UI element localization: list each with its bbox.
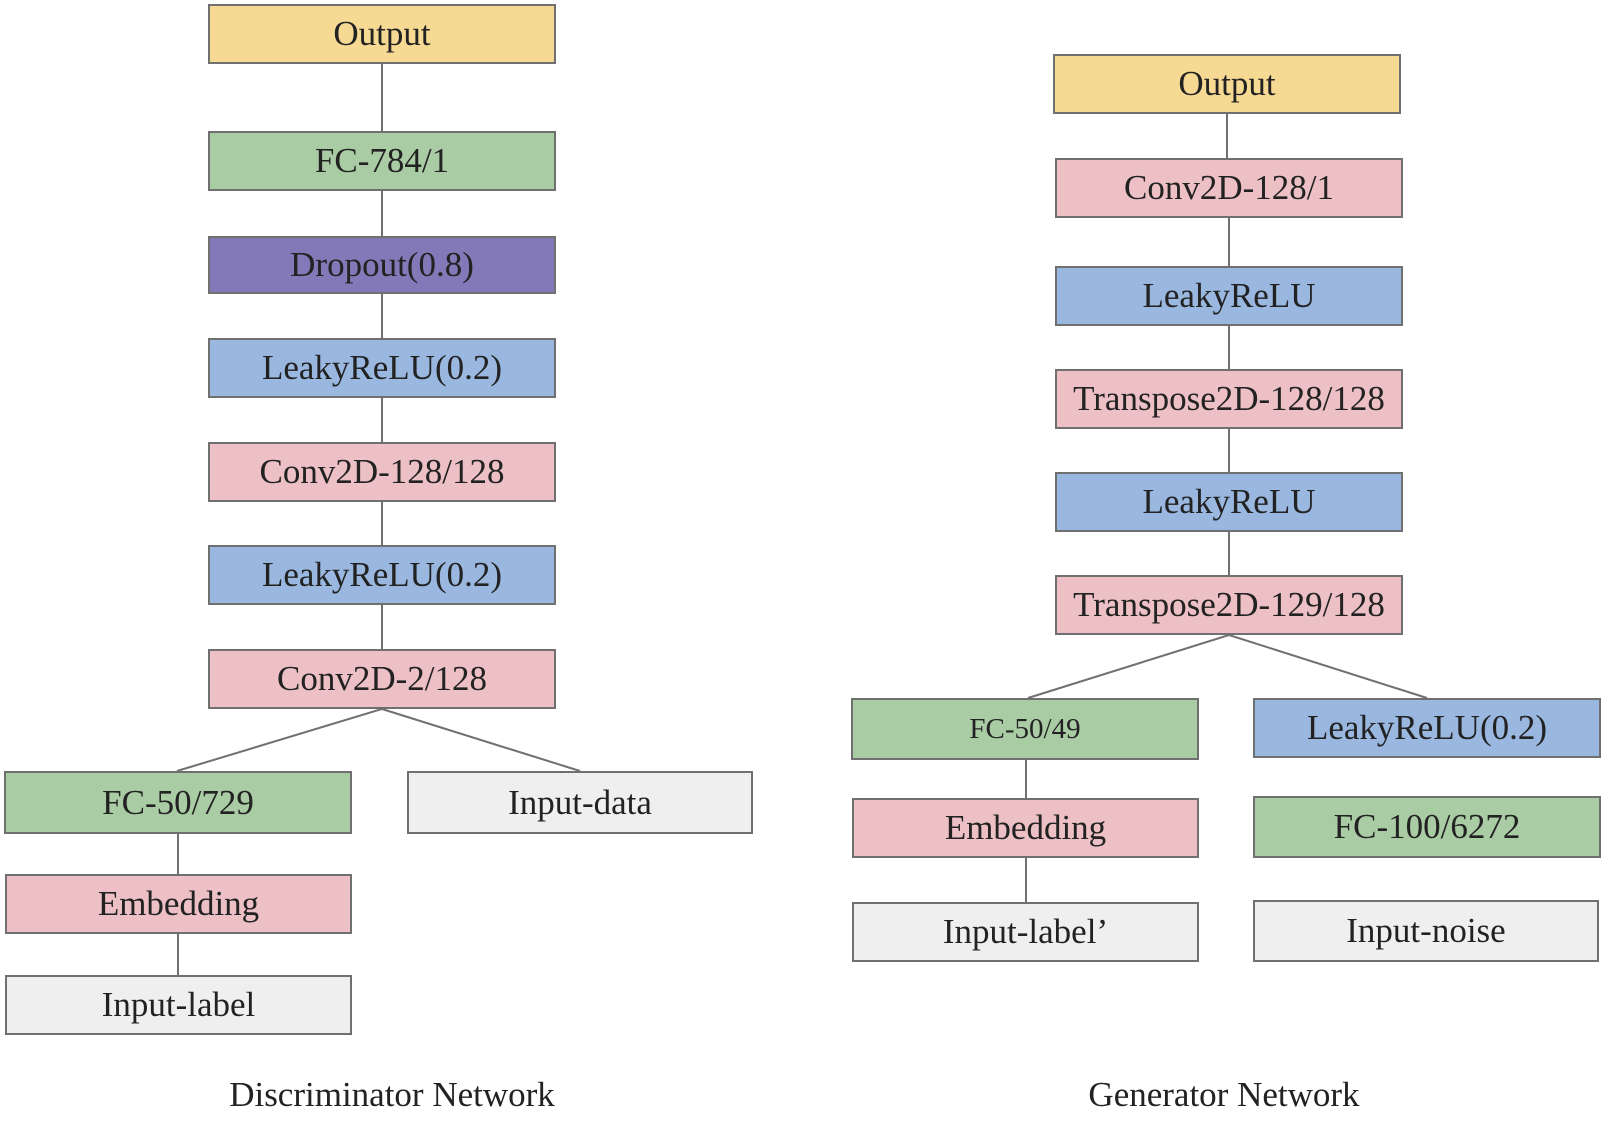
d-fc-50-729-box: FC-50/729 <box>4 771 352 834</box>
g-leaky-relu-1-box: LeakyReLU <box>1055 266 1403 326</box>
d-conv2d-2-128-label: Conv2D-2/128 <box>277 659 487 698</box>
g-leaky-relu-2-box: LeakyReLU <box>1055 472 1403 532</box>
g-line-transpose-leaky3 <box>1228 634 1428 699</box>
d-conv2d-2-128-box: Conv2D-2/128 <box>208 649 556 709</box>
g-transpose2d-129-128-label: Transpose2D-129/128 <box>1073 585 1385 624</box>
g-fc-100-6272-label: FC-100/6272 <box>1333 807 1521 846</box>
g-conv2d-128-1-box: Conv2D-128/1 <box>1055 158 1403 218</box>
g-leaky-relu-3-box: LeakyReLU(0.2) <box>1253 698 1601 758</box>
d-fc-784-1-label: FC-784/1 <box>314 141 450 180</box>
d-leaky-relu-2-box: LeakyReLU(0.2) <box>208 545 556 605</box>
d-input-data-label: Input-data <box>508 782 652 822</box>
d-embedding-label: Embedding <box>97 884 260 923</box>
d-line-conv-fc50 <box>176 708 383 772</box>
discriminator-caption: Discriminator Network <box>229 1075 555 1114</box>
g-transpose2d-129-128-box: Transpose2D-129/128 <box>1055 575 1403 635</box>
g-leaky-relu-1-label: LeakyReLU <box>1142 276 1316 315</box>
d-dropout-box: Dropout(0.8) <box>208 236 556 294</box>
d-output-box: Output <box>208 4 556 64</box>
d-input-label-label: Input-label <box>101 985 256 1024</box>
g-output-box: Output <box>1053 54 1401 114</box>
d-conv2d-128-128-label: Conv2D-128/128 <box>259 452 505 491</box>
g-conv2d-128-1-label: Conv2D-128/1 <box>1124 168 1334 207</box>
d-input-label-box: Input-label <box>5 975 352 1035</box>
g-input-label-label: Input-label’ <box>942 912 1109 951</box>
d-dropout-label: Dropout(0.8) <box>290 245 474 284</box>
g-transpose2d-128-128-box: Transpose2D-128/128 <box>1055 369 1403 429</box>
g-embedding-box: Embedding <box>852 798 1199 858</box>
g-line-transpose-fc50 <box>1027 634 1230 699</box>
d-output-label: Output <box>333 14 431 53</box>
d-fc-50-729-label: FC-50/729 <box>102 782 254 822</box>
g-input-label-box: Input-label’ <box>852 902 1199 962</box>
g-leaky-relu-2-label: LeakyReLU <box>1142 482 1316 521</box>
g-fc-50-49-box: FC-50/49 <box>851 698 1199 760</box>
d-line-conv-inputdata <box>381 708 581 772</box>
g-transpose2d-128-128-label: Transpose2D-128/128 <box>1073 379 1385 418</box>
d-leaky-relu-1-box: LeakyReLU(0.2) <box>208 338 556 398</box>
g-input-noise-box: Input-noise <box>1253 900 1599 962</box>
d-leaky-relu-1-label: LeakyReLU(0.2) <box>261 348 503 387</box>
g-embedding-label: Embedding <box>944 808 1107 847</box>
g-input-noise-label: Input-noise <box>1346 911 1506 950</box>
d-leaky-relu-2-label: LeakyReLU(0.2) <box>261 555 503 594</box>
d-embedding-box: Embedding <box>5 874 352 934</box>
g-leaky-relu-3-label: LeakyReLU(0.2) <box>1306 708 1548 747</box>
g-fc-100-6272-box: FC-100/6272 <box>1253 796 1601 858</box>
g-output-label: Output <box>1178 64 1276 103</box>
g-fc-50-49-label: FC-50/49 <box>969 712 1081 745</box>
d-input-data-box: Input-data <box>407 771 753 834</box>
generator-caption: Generator Network <box>1088 1075 1360 1114</box>
d-conv2d-128-128-box: Conv2D-128/128 <box>208 442 556 502</box>
d-fc-784-1-box: FC-784/1 <box>208 131 556 191</box>
